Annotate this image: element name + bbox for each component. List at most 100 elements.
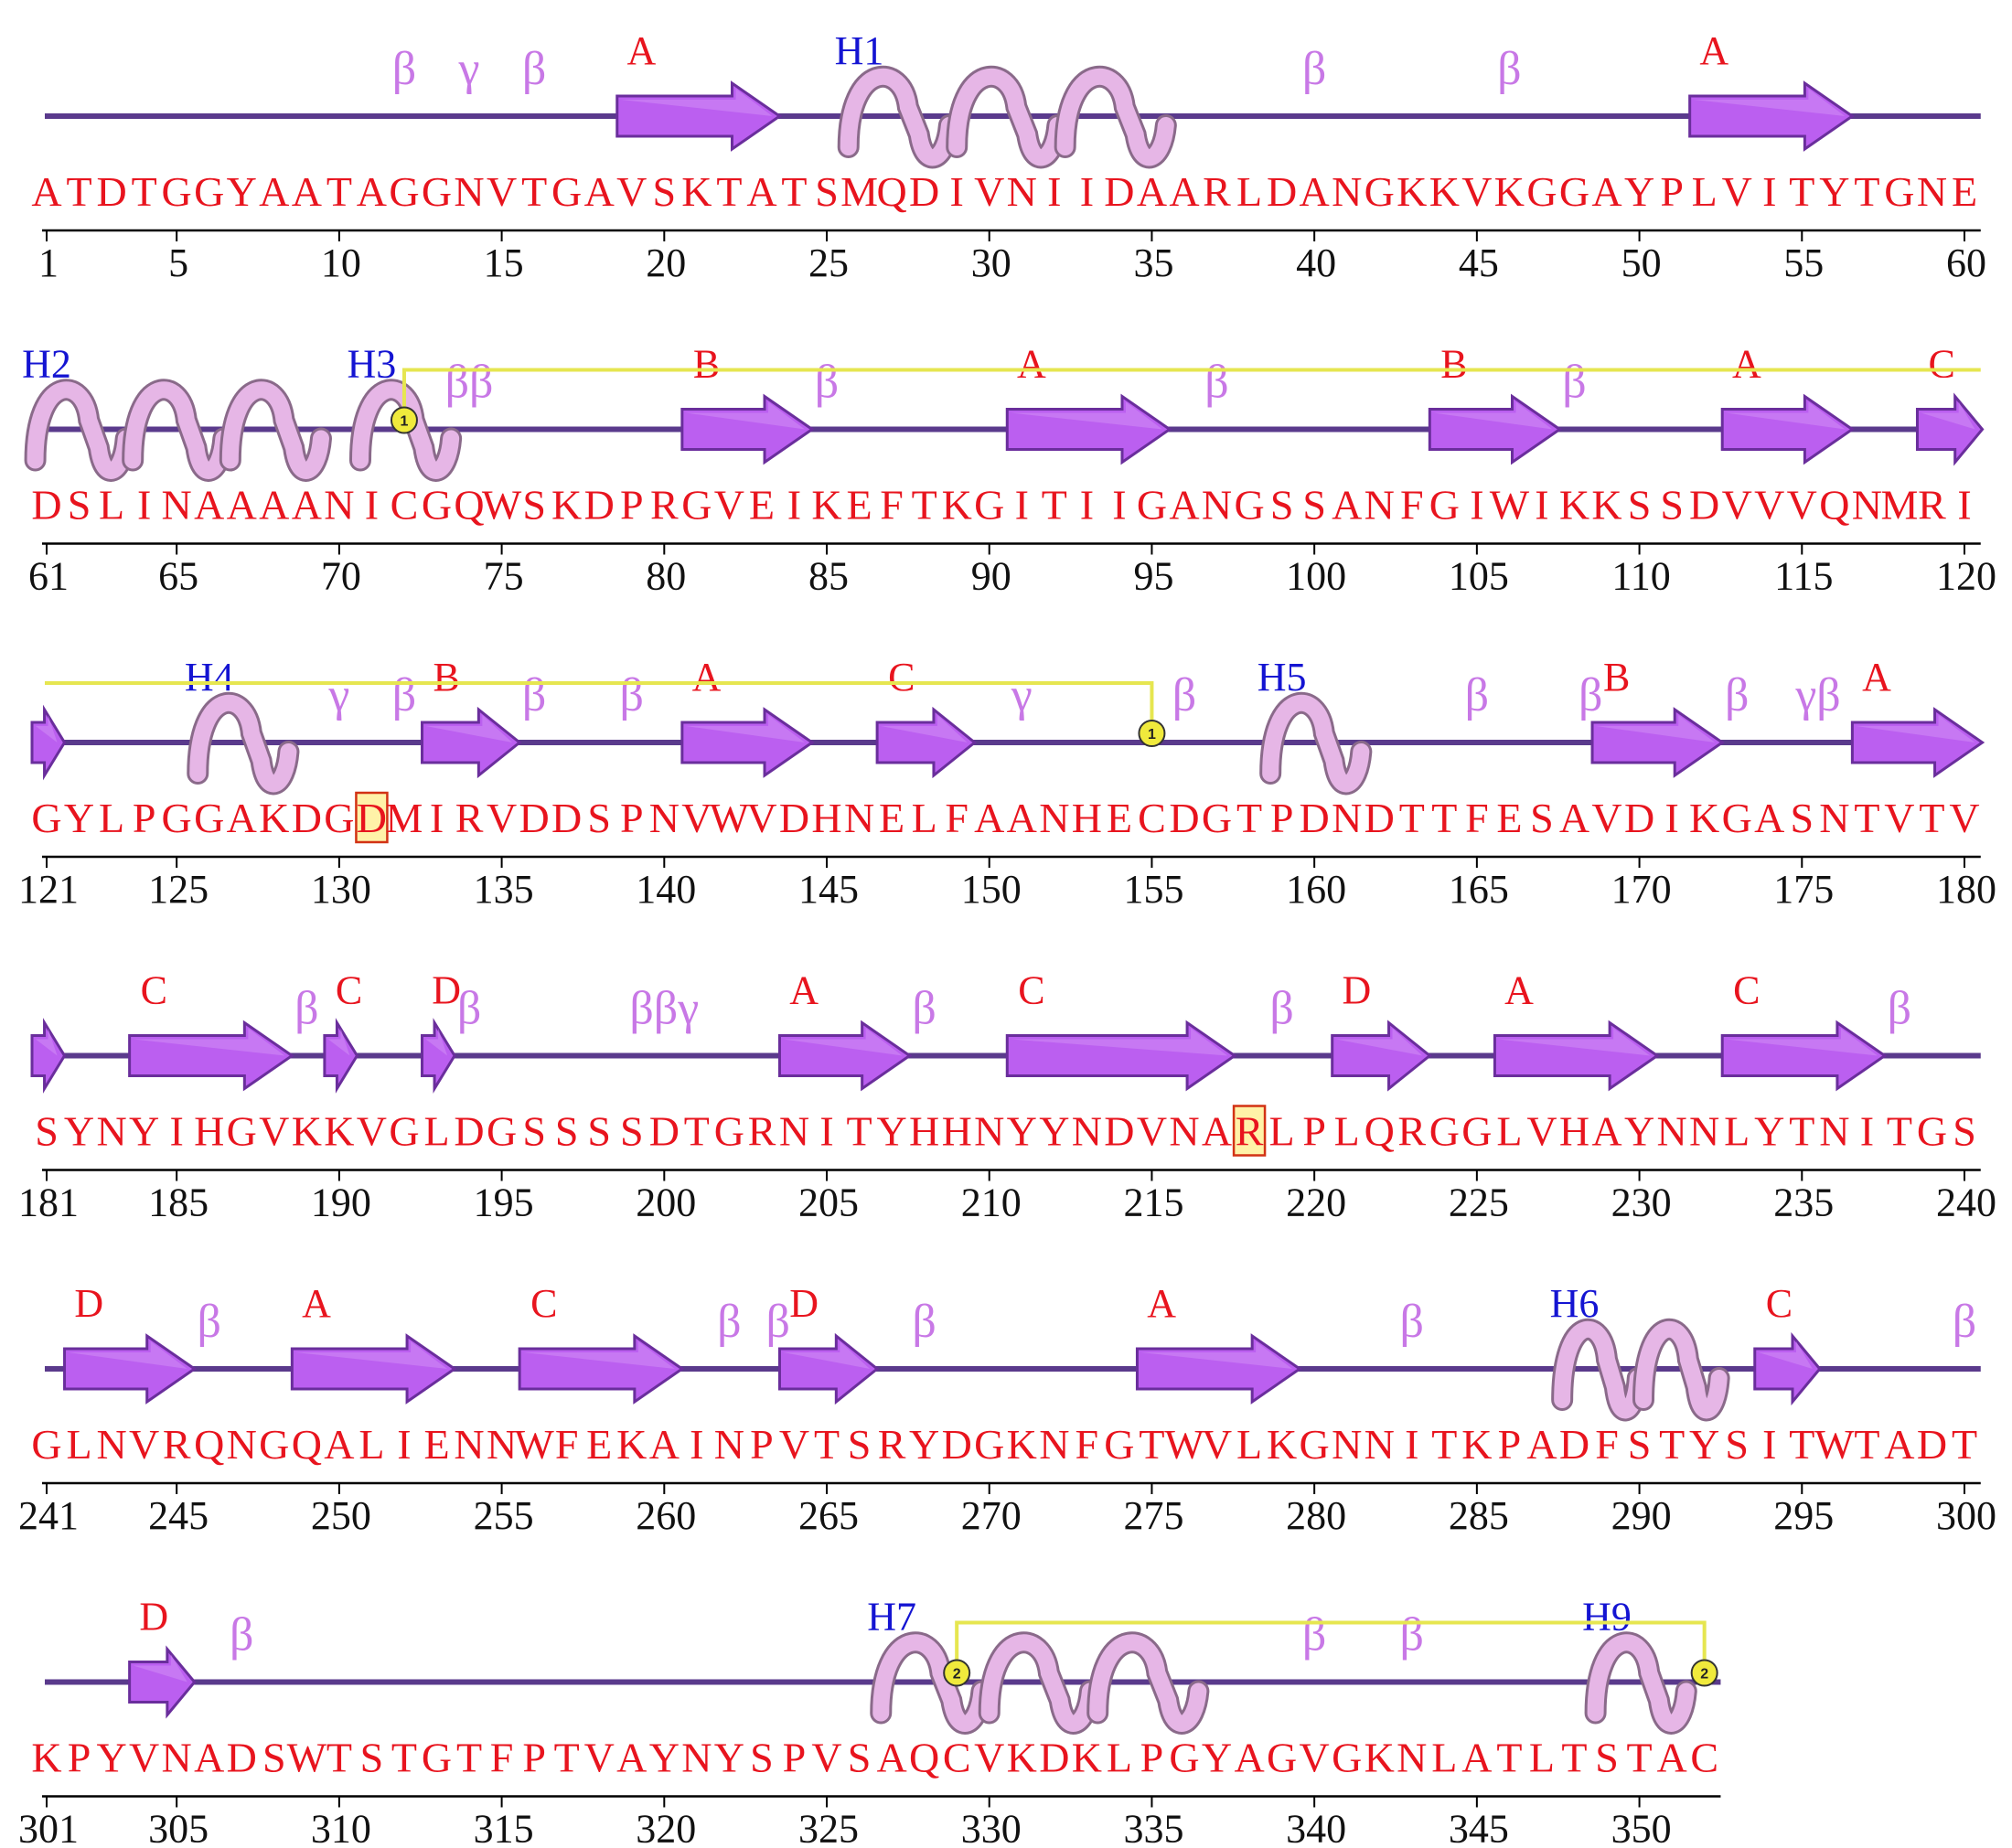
strand-181-3 bbox=[421, 1018, 456, 1094]
residue-214: D bbox=[1104, 1108, 1134, 1155]
residue-281: N bbox=[1332, 1421, 1362, 1468]
strand-label: B bbox=[1440, 342, 1467, 387]
residue-69: A bbox=[292, 482, 322, 529]
residue-123: L bbox=[99, 795, 124, 841]
residue-16: T bbox=[521, 168, 547, 215]
strand-121-1-shine bbox=[425, 715, 513, 742]
ruler-number: 295 bbox=[1773, 1493, 1834, 1538]
residue-224: G bbox=[1429, 1108, 1460, 1155]
turn-label: β bbox=[815, 357, 839, 409]
residue-245: R bbox=[163, 1421, 191, 1468]
residue-10: T bbox=[326, 168, 352, 215]
turn-label: γ bbox=[458, 43, 480, 95]
residue-138: S bbox=[587, 795, 611, 841]
residue-196: S bbox=[522, 1108, 546, 1155]
ruler-number: 275 bbox=[1123, 1493, 1183, 1538]
disulfide-bond-2 bbox=[943, 1620, 1718, 1687]
residue-85: K bbox=[811, 482, 841, 529]
residue-144: D bbox=[779, 795, 809, 841]
residue-43: K bbox=[1397, 168, 1427, 215]
residue-267: R bbox=[878, 1421, 906, 1468]
strand-181-5-arrow bbox=[1005, 1020, 1237, 1092]
strand-241-5 bbox=[1753, 1331, 1822, 1406]
residue-151: A bbox=[1007, 795, 1037, 841]
residue-340: V bbox=[1300, 1735, 1330, 1781]
residue-198: S bbox=[587, 1108, 611, 1155]
residue-96: A bbox=[1169, 482, 1199, 529]
residue-74: Q bbox=[454, 482, 484, 529]
strand-301-0 bbox=[128, 1645, 197, 1719]
residue-37: R bbox=[1203, 168, 1231, 215]
residue-242: L bbox=[66, 1421, 91, 1468]
ruler-number: 305 bbox=[148, 1807, 209, 1848]
strand-181-4 bbox=[777, 1020, 913, 1092]
residue-133: I bbox=[430, 795, 444, 841]
residue-232: N bbox=[1689, 1108, 1719, 1155]
ruler-number: 40 bbox=[1296, 240, 1336, 285]
residue-221: L bbox=[1334, 1108, 1360, 1155]
residue-66: A bbox=[194, 482, 224, 529]
ruler-number: 260 bbox=[636, 1493, 696, 1538]
residue-98: G bbox=[1234, 482, 1264, 529]
ruler-number: 35 bbox=[1133, 240, 1173, 285]
ruler-number: 280 bbox=[1286, 1493, 1346, 1538]
residue-125: G bbox=[162, 795, 192, 841]
disulfide-path bbox=[401, 368, 1981, 422]
ruler-number: 90 bbox=[971, 554, 1011, 599]
turn-label: β bbox=[522, 669, 546, 721]
residue-136: D bbox=[519, 795, 550, 841]
residue-110: S bbox=[1628, 482, 1652, 529]
residue-4: T bbox=[132, 168, 157, 215]
residue-164: T bbox=[1431, 795, 1457, 841]
residue-8: A bbox=[259, 168, 289, 215]
residue-92: T bbox=[1042, 482, 1067, 529]
residue-308: S bbox=[262, 1735, 286, 1781]
turn-label: γ bbox=[1011, 669, 1033, 721]
residue-205: I bbox=[819, 1108, 833, 1155]
strand-241-5-shine bbox=[1758, 1341, 1813, 1369]
strand-241-4-arrow bbox=[1135, 1333, 1302, 1405]
residue-318: V bbox=[584, 1735, 615, 1781]
residue-235: T bbox=[1789, 1108, 1814, 1155]
helix-H2-turn-2 bbox=[221, 381, 329, 479]
residue-229: A bbox=[1591, 1108, 1621, 1155]
residue-322: Y bbox=[714, 1735, 744, 1781]
ruler-number: 235 bbox=[1773, 1180, 1834, 1225]
strand-301-0-arrow bbox=[128, 1645, 197, 1719]
residue-162: D bbox=[1365, 795, 1395, 841]
residue-128: K bbox=[259, 795, 289, 841]
residue-158: T bbox=[1236, 795, 1262, 841]
residue-239: G bbox=[1917, 1108, 1947, 1155]
strand-241-1-shine bbox=[295, 1341, 448, 1369]
residue-75: W bbox=[482, 482, 522, 529]
ruler-number: 110 bbox=[1611, 554, 1670, 599]
residue-15: V bbox=[487, 168, 517, 215]
residue-174: A bbox=[1754, 795, 1784, 841]
ruler-number: 155 bbox=[1123, 867, 1183, 912]
strand-181-8-arrow bbox=[1720, 1020, 1888, 1092]
residue-194: D bbox=[454, 1108, 484, 1155]
residue-53: V bbox=[1722, 168, 1752, 215]
residue-321: N bbox=[681, 1735, 712, 1781]
ruler-number: 240 bbox=[1936, 1180, 1996, 1225]
strand-1-0-shine bbox=[620, 89, 773, 116]
helix-H1-turn-2 bbox=[1056, 68, 1174, 166]
residue-258: E bbox=[586, 1421, 612, 1468]
strand-label: D bbox=[1342, 968, 1371, 1013]
residue-209: H bbox=[942, 1108, 972, 1155]
helix-H1 bbox=[837, 65, 1177, 169]
residue-271: K bbox=[1007, 1421, 1037, 1468]
residue-124: P bbox=[133, 795, 156, 841]
strand-181-4-arrow bbox=[777, 1020, 913, 1092]
residue-289: F bbox=[1595, 1421, 1619, 1468]
strand-181-0-shine bbox=[36, 1028, 58, 1056]
residue-83: E bbox=[749, 482, 775, 529]
residue-259: K bbox=[616, 1421, 647, 1468]
residue-149: F bbox=[945, 795, 969, 841]
residue-227: V bbox=[1526, 1108, 1557, 1155]
residue-306: A bbox=[194, 1735, 224, 1781]
residue-78: D bbox=[584, 482, 615, 529]
ruler-number: 1 bbox=[38, 240, 59, 285]
helix-H6 bbox=[1551, 1318, 1730, 1422]
strand-121-5-shine bbox=[1856, 715, 1975, 742]
